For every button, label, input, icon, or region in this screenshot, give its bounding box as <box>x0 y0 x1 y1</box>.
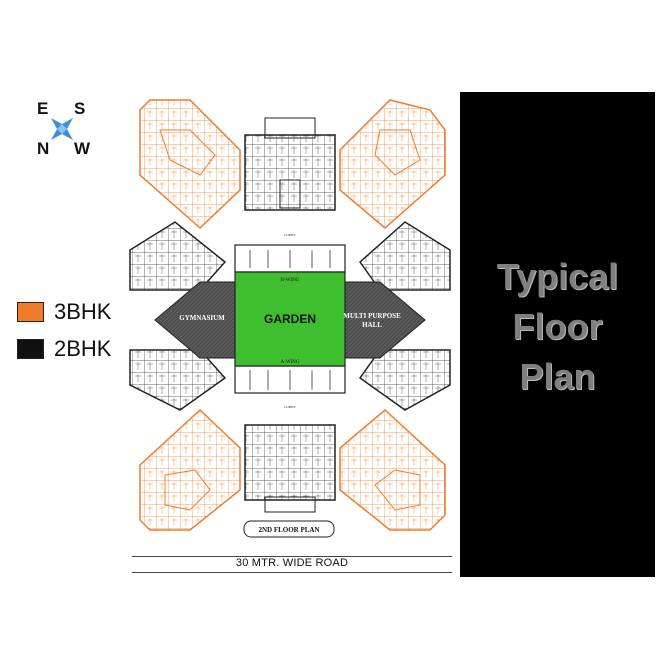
floor-plan-label: 2ND FLOOR PLAN <box>258 526 319 534</box>
garden-area <box>234 271 346 367</box>
legend-item-2bhk: 2BHK <box>17 336 111 362</box>
panel-title: Typical Floor Plan <box>496 256 619 397</box>
road-top-line <box>132 556 452 557</box>
unit-3bhk-bottom-right <box>339 409 446 531</box>
road-label: 30 MTR. WIDE ROAD <box>235 557 349 569</box>
unit-3bhk-bottom-left <box>139 408 241 531</box>
compass-north-label: N <box>37 139 50 158</box>
legend-item-3bhk: 3BHK <box>17 299 111 325</box>
multi-purpose-hall-area <box>344 281 426 359</box>
lobby-bottom-label: LOBBY <box>284 405 296 409</box>
floor-plan-drawing: GARDEN GYMNASIUM MULTI PURPOSE HALL B-WI… <box>129 99 451 538</box>
title-panel: Typical Floor Plan <box>460 92 655 577</box>
hall-label-line2: HALL <box>362 321 382 329</box>
unit-2bhk-bottom-center <box>244 424 336 513</box>
unit-2bhk-top-center <box>244 117 336 211</box>
unit-2bhk-middle-right <box>358 221 451 411</box>
hall-label-line1: MULTI PURPOSE <box>343 312 401 320</box>
compass-cross-icon <box>51 118 73 140</box>
legend-label-2bhk: 2BHK <box>54 336 112 361</box>
compass-west-label: W <box>74 139 91 158</box>
unit-3bhk-top-right <box>339 99 446 229</box>
legend-swatch-3bhk <box>17 302 44 322</box>
road-bottom-line <box>132 572 452 573</box>
legend-swatch-2bhk <box>17 339 44 359</box>
legend-label-3bhk: 3BHK <box>54 299 112 324</box>
compass-south-label: S <box>74 99 86 118</box>
compass-east-label: E <box>37 99 49 118</box>
gymnasium-label: GYMNASIUM <box>179 314 225 322</box>
unit-3bhk-top-left <box>139 99 241 230</box>
compass: E S N W <box>36 98 96 158</box>
b-wing-label: B-WING <box>281 278 300 283</box>
floor-label-box <box>243 520 335 538</box>
a-wing-label: A-WING <box>281 360 300 365</box>
lobby-top-label: LOBBY <box>284 233 296 237</box>
garden-label: GARDEN <box>264 312 316 326</box>
unit-2bhk-middle-left <box>129 221 227 411</box>
